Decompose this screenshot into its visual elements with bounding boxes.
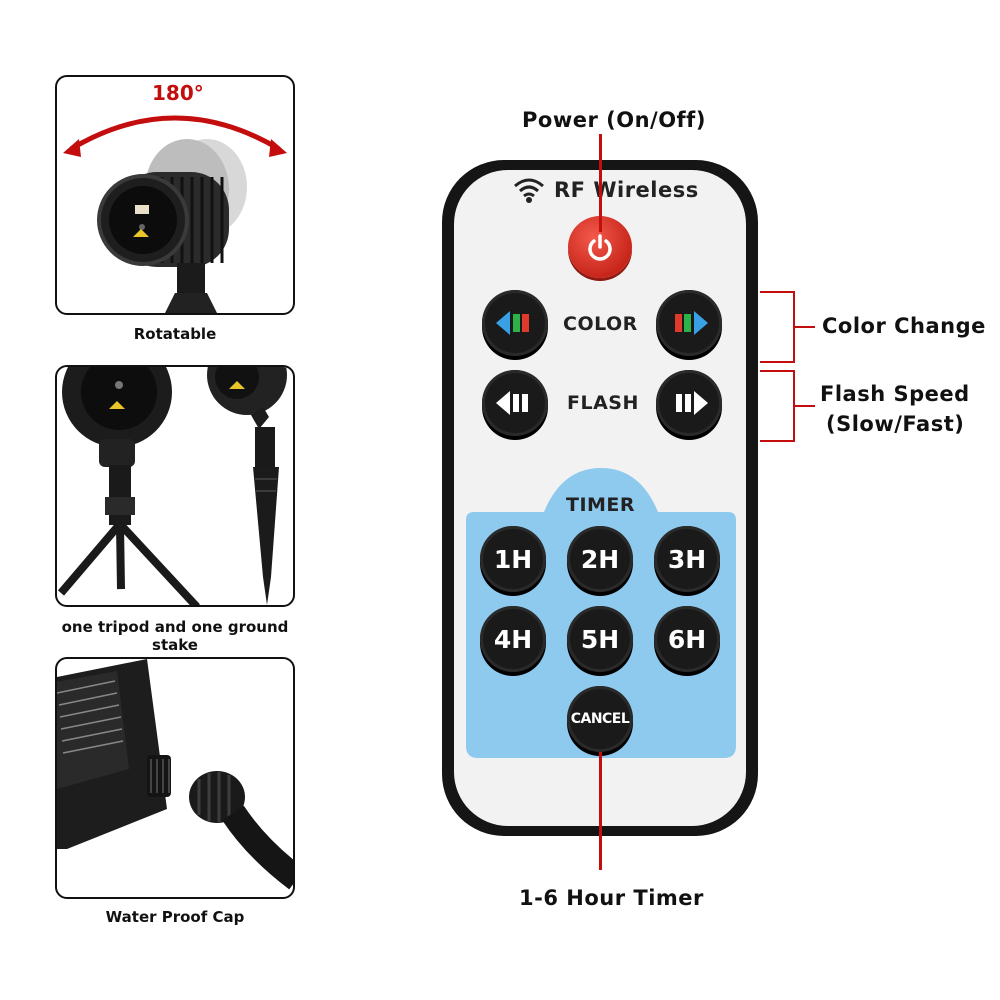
flash-bracket-tick	[793, 405, 815, 407]
color-bracket-top	[760, 291, 795, 293]
color-prev-button[interactable]	[482, 290, 548, 356]
tripod-stake-image	[57, 367, 287, 605]
flash-speed-subcallout: (Slow/Fast)	[826, 412, 965, 436]
flash-left-icon	[496, 391, 528, 415]
timer-6h-button[interactable]: 6H	[654, 606, 720, 672]
power-supply-image	[57, 659, 293, 890]
timer-callout-line	[599, 752, 602, 870]
flash-label: FLASH	[567, 392, 639, 414]
water-proof-cap-caption: Water Proof Cap	[105, 908, 245, 926]
rotating-projector-image	[63, 115, 287, 313]
color-bracket-tick	[793, 326, 815, 328]
timer-5h-button[interactable]: 5H	[567, 606, 633, 672]
flash-right-icon	[676, 391, 708, 415]
wireless-icon	[514, 178, 544, 203]
rotatable-caption: Rotatable	[133, 325, 217, 343]
rf-wireless-label: RF Wireless	[554, 178, 699, 202]
flash-fast-button[interactable]	[656, 370, 722, 436]
power-icon	[588, 234, 612, 261]
color-label: COLOR	[563, 313, 638, 335]
color-next-button[interactable]	[656, 290, 722, 356]
timer-2h-button[interactable]: 2H	[567, 526, 633, 592]
flash-speed-callout: Flash Speed	[820, 382, 970, 406]
tripod-stake-caption: one tripod and one ground stake	[61, 618, 289, 654]
rotatable-panel: 180°	[55, 75, 295, 315]
flash-bracket-top	[760, 370, 795, 372]
timer-callout: 1-6 Hour Timer	[519, 886, 704, 910]
power-callout: Power (On/Off)	[522, 108, 706, 132]
color-left-icon	[496, 311, 529, 335]
timer-3h-button[interactable]: 3H	[654, 526, 720, 592]
water-proof-cap-panel	[55, 657, 295, 899]
color-right-icon	[675, 311, 708, 335]
color-change-callout: Color Change	[822, 314, 986, 338]
flash-slow-button[interactable]	[482, 370, 548, 436]
timer-4h-button[interactable]: 4H	[480, 606, 546, 672]
power-callout-line	[599, 134, 602, 232]
flash-bracket-bottom	[760, 440, 795, 442]
color-bracket-bottom	[760, 361, 795, 363]
timer-label: TIMER	[566, 494, 636, 516]
tripod-stake-panel	[55, 365, 295, 607]
timer-1h-button[interactable]: 1H	[480, 526, 546, 592]
timer-cancel-button[interactable]: CANCEL	[567, 686, 633, 752]
rotation-angle-label: 180°	[152, 81, 204, 105]
